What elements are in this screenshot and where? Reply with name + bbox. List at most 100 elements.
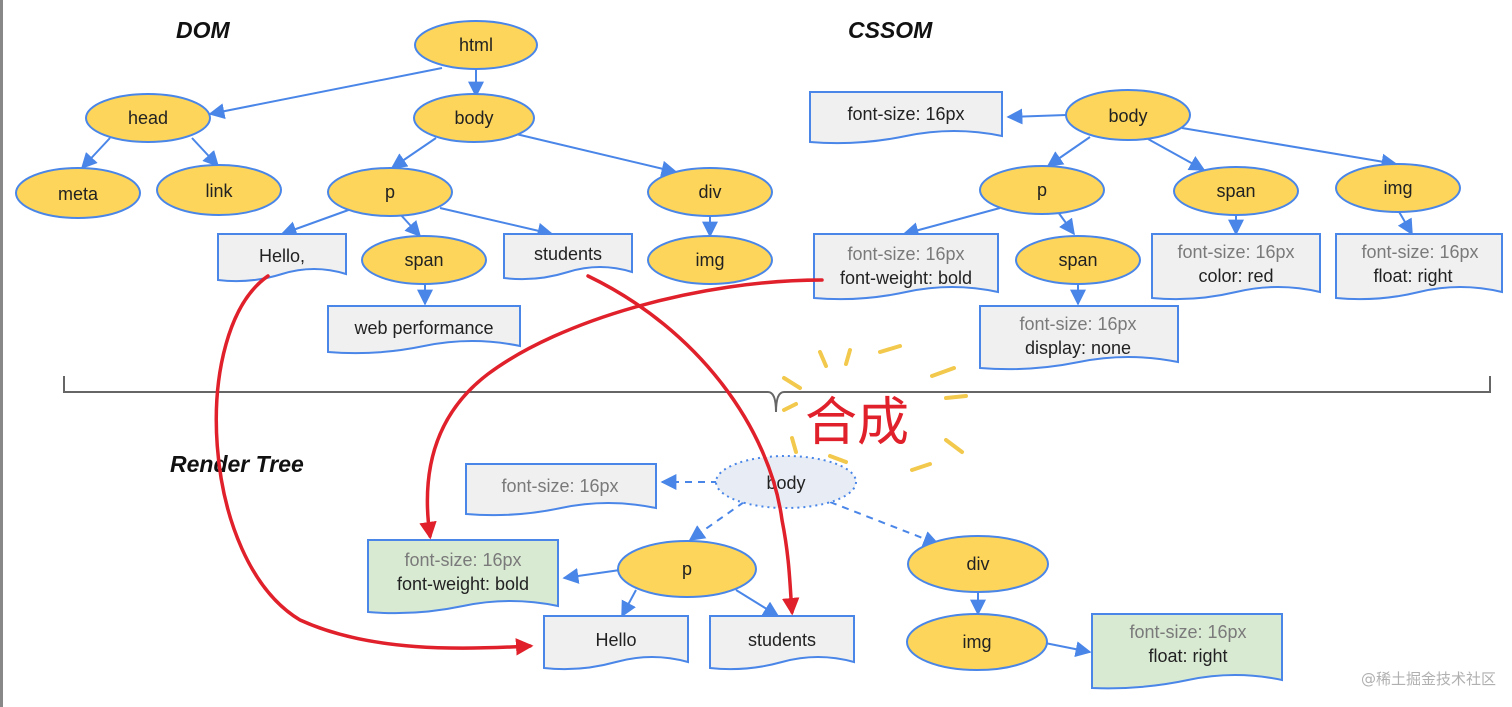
edge-render-p-hello: [621, 589, 637, 618]
edge-cssom-body-img: [1181, 127, 1398, 170]
cssom-node-p-label: p: [1037, 180, 1047, 200]
edge-p-span: [399, 213, 422, 238]
dom-node-p-label: p: [385, 182, 395, 202]
render-node-hello-label: Hello: [595, 630, 636, 650]
render-node-p-label: p: [682, 559, 692, 579]
render-node-students: students: [709, 615, 855, 671]
dom-node-hello: Hello,: [217, 233, 347, 283]
cssom-node-img: img: [1335, 163, 1461, 213]
render-node-hello: Hello: [543, 615, 689, 671]
edge-cssom-p-rule: [902, 207, 1001, 238]
edge-cssom-body-span: [1147, 138, 1206, 171]
cssom-span-rule-line-1: font-size: 16px: [1177, 242, 1294, 262]
cssom-node-body-label: body: [1108, 106, 1147, 126]
cssom-p-rule-line-2: font-weight: bold: [840, 268, 972, 288]
cssom-node-span: span: [1173, 166, 1299, 216]
watermark: @稀土掘金技术社区: [1361, 670, 1496, 688]
edge-cssom-img-rule: [1397, 209, 1413, 236]
edge-render-p-rule: [562, 568, 621, 584]
render-p-rule-line-2: font-weight: bold: [397, 574, 529, 594]
dom-node-web-performance: web performance: [327, 305, 521, 355]
dom-node-body: body: [413, 93, 535, 143]
edge-body-div: [515, 133, 678, 177]
render-node-img: img: [906, 613, 1048, 671]
dom-edges: [80, 67, 718, 306]
edge-head-meta: [80, 137, 111, 170]
cssom-node-img-label: img: [1383, 178, 1412, 198]
edge-cssom-p-span: [1057, 211, 1075, 236]
dom-node-head-label: head: [128, 108, 168, 128]
edge-render-body-div: [829, 501, 940, 547]
render-node-students-label: students: [748, 630, 816, 650]
cssom-node-body-rule: font-size: 16px: [809, 91, 1003, 145]
compose-annotation: 合成: [782, 344, 968, 472]
render-node-p: p: [617, 540, 757, 598]
red-arrow-hello: [214, 274, 534, 656]
red-arrow-students: [586, 274, 800, 616]
cssom-title: CSSOM: [848, 17, 933, 43]
dom-node-students: students: [503, 233, 633, 281]
render-node-body: body: [715, 455, 857, 509]
cssom-span-child-rule-line-2: display: none: [1025, 338, 1131, 358]
render-node-div-label: div: [966, 554, 989, 574]
cssom-node-span-child-label: span: [1058, 250, 1097, 270]
edge-cssom-body-p: [1046, 136, 1091, 167]
dom-title: DOM: [176, 17, 231, 43]
edge-head-link: [191, 137, 220, 168]
cssom-img-rule-line-2: float: right: [1373, 266, 1452, 286]
dom-node-meta: meta: [15, 167, 141, 219]
render-tree-title: Render Tree: [170, 451, 304, 477]
dom-tree: html head body meta link p div Hello,: [15, 20, 773, 355]
edge-cssom-body-rule: [1006, 108, 1067, 125]
render-tree: font-size: 16px body font-size: 16px fon…: [367, 455, 1283, 690]
dom-node-p: p: [327, 167, 453, 217]
dom-node-img-label: img: [695, 250, 724, 270]
render-img-rule-line-1: font-size: 16px: [1129, 622, 1246, 642]
render-node-div: div: [907, 535, 1049, 593]
edge-html-head: [208, 67, 443, 120]
cssom-node-body: body: [1065, 89, 1191, 141]
edge-render-img-rule: [1039, 641, 1092, 658]
render-node-body-rule-label: font-size: 16px: [501, 476, 618, 496]
dom-node-students-label: students: [534, 244, 602, 264]
dom-node-div: div: [647, 167, 773, 217]
red-arrow-font-weight: [419, 278, 824, 540]
cssom-node-img-rule: font-size: 16px float: right: [1335, 233, 1503, 301]
cssom-node-p-rule: font-size: 16px font-weight: bold: [813, 233, 999, 301]
cssom-tree: font-size: 16px body p span img font-siz…: [809, 89, 1503, 371]
edge-p-hello: [280, 207, 355, 237]
render-img-rule-line-2: float: right: [1148, 646, 1227, 666]
cssom-img-rule-line-1: font-size: 16px: [1361, 242, 1478, 262]
window-left-edge: [0, 0, 3, 707]
dom-node-img: img: [647, 235, 773, 285]
cssom-node-body-rule-label: font-size: 16px: [847, 104, 964, 124]
dom-node-body-label: body: [454, 108, 493, 128]
dom-node-hello-label: Hello,: [259, 246, 305, 266]
cssom-node-span-child-rule: font-size: 16px display: none: [979, 305, 1179, 371]
render-edges: [562, 474, 1092, 658]
render-node-p-rule: font-size: 16px font-weight: bold: [367, 539, 559, 615]
cssom-node-span-rule: font-size: 16px color: red: [1151, 233, 1321, 301]
dom-node-html: html: [414, 20, 538, 70]
merge-brace: [63, 376, 1491, 413]
render-node-img-rule: font-size: 16px float: right: [1091, 613, 1283, 690]
annotation-sparks: [782, 344, 968, 472]
dom-node-head: head: [85, 93, 211, 143]
dom-node-span: span: [361, 235, 487, 285]
render-p-rule-line-1: font-size: 16px: [404, 550, 521, 570]
dom-node-link: link: [156, 164, 282, 216]
render-node-img-label: img: [962, 632, 991, 652]
cssom-span-rule-line-2: color: red: [1198, 266, 1273, 286]
edge-render-body-p: [688, 501, 745, 541]
dom-node-span-label: span: [404, 250, 443, 270]
dom-node-html-label: html: [459, 35, 493, 55]
dom-node-link-label: link: [205, 181, 233, 201]
cssom-node-span-child: span: [1015, 235, 1141, 285]
edge-render-p-students: [735, 589, 780, 617]
cssom-node-span-label: span: [1216, 181, 1255, 201]
compose-label: 合成: [805, 393, 909, 453]
edge-p-students: [439, 207, 554, 239]
cssom-p-rule-line-1: font-size: 16px: [847, 244, 964, 264]
